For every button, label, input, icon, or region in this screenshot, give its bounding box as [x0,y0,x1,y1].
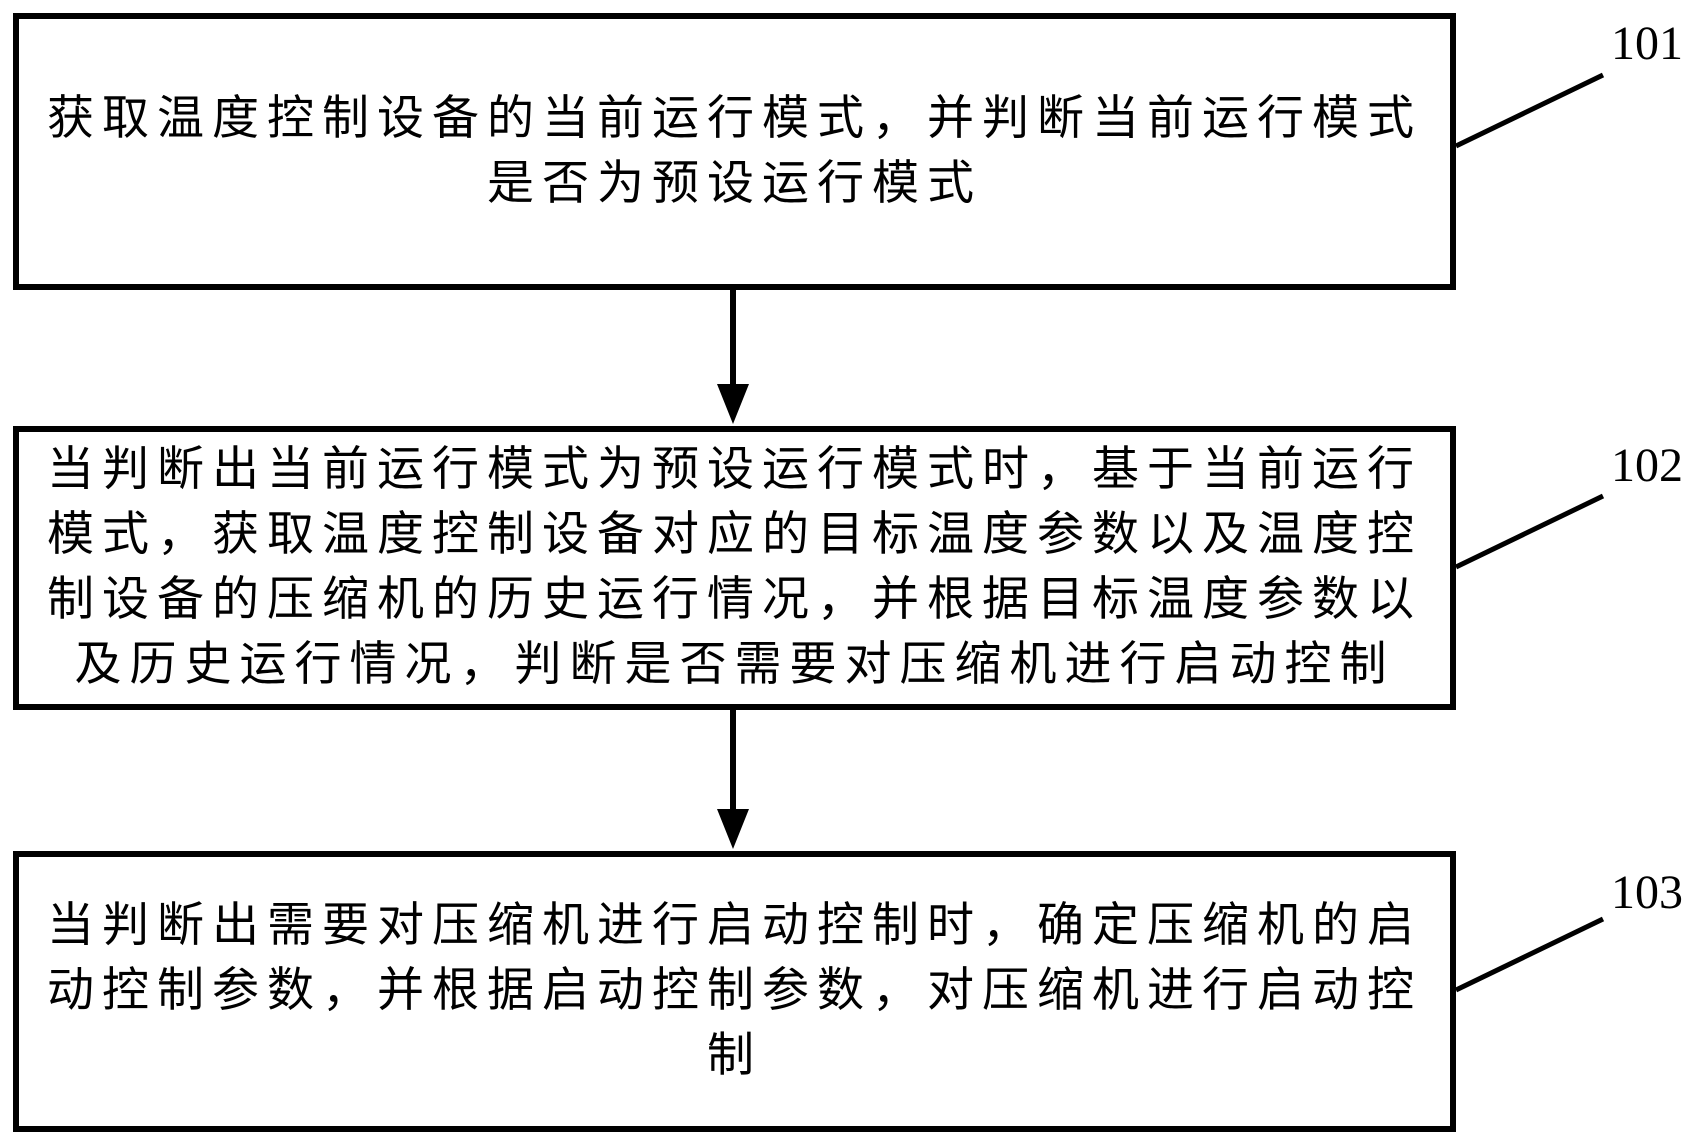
leader-line-101 [1454,72,1605,149]
arrow-head [717,384,749,424]
step-103-text-line-1: 当判断出需要对压缩机进行启动控制时，确定压缩机的启 [47,900,1422,952]
down-arrow-icon [715,290,751,426]
down-arrow-icon [715,710,751,851]
step-102-text-line-2: 模式，获取温度控制设备对应的目标温度参数以及温度控 [47,509,1422,561]
arrow-head [717,809,749,849]
step-103-text-line-3: 制 [707,1030,762,1082]
step-101-text-line-1: 获取温度控制设备的当前运行模式，并判断当前运行模式 [47,92,1422,145]
step-101-text-line-2: 是否为预设运行模式 [487,157,982,210]
leader-line-103 [1454,916,1605,993]
step-ref-label-102: 102 [1611,439,1683,492]
arrow-stem [730,290,736,390]
step-ref-label-103: 103 [1611,866,1683,919]
flow-step-box-102: 当判断出当前运行模式为预设运行模式时，基于当前运行 模式，获取温度控制设备对应的… [13,426,1456,710]
step-102-text-line-1: 当判断出当前运行模式为预设运行模式时，基于当前运行 [47,444,1422,496]
flow-step-box-103: 当判断出需要对压缩机进行启动控制时，确定压缩机的启 动控制参数，并根据启动控制参… [13,851,1456,1132]
flow-step-box-101: 获取温度控制设备的当前运行模式，并判断当前运行模式 是否为预设运行模式 [13,13,1456,290]
step-ref-label-101: 101 [1611,17,1683,70]
step-102-text-line-3: 制设备的压缩机的历史运行情况，并根据目标温度参数以 [47,574,1422,626]
step-102-text-line-4: 及历史运行情况，判断是否需要对压缩机进行启动控制 [74,639,1395,691]
step-103-text-line-2: 动控制参数，并根据启动控制参数，对压缩机进行启动控 [47,965,1422,1017]
leader-line-102 [1454,493,1605,570]
arrow-stem [730,710,736,815]
